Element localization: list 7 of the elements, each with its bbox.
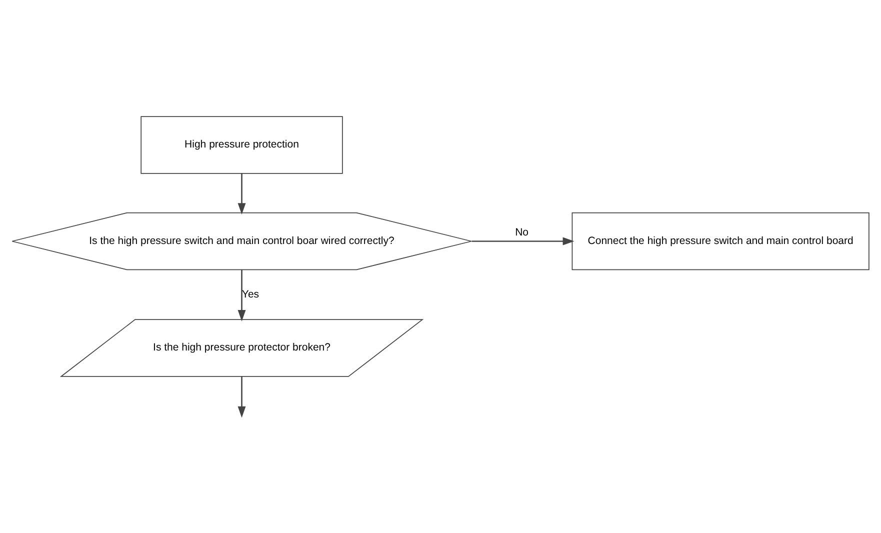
arrow xyxy=(238,173,246,215)
arrow xyxy=(472,237,574,246)
edge-label: No xyxy=(515,226,529,239)
arrow xyxy=(238,376,246,418)
node-box: Connect the high pressure switch and main control board xyxy=(572,212,870,270)
node-box: High pressure protection xyxy=(140,116,343,174)
arrow xyxy=(238,270,246,322)
